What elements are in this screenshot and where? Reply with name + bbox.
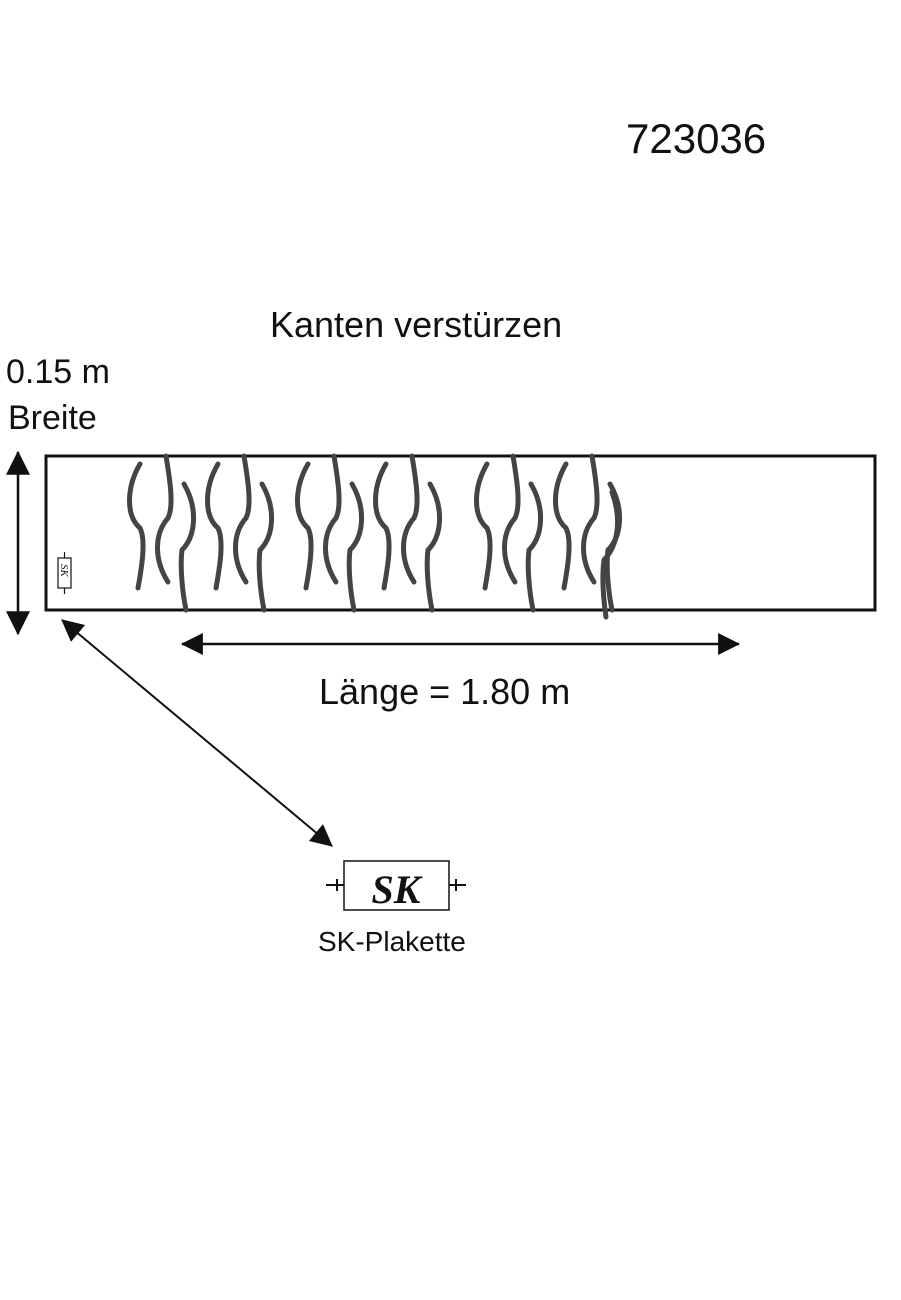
length-label: Länge = 1.80 m	[319, 671, 571, 712]
wave-stroke	[178, 481, 197, 613]
wave-stroke	[256, 481, 275, 613]
strip-sk-badge: SK	[57, 552, 72, 594]
width-label: Breite	[8, 399, 97, 437]
wave-stroke	[346, 481, 365, 613]
article-number: 723036	[626, 115, 767, 162]
sk-badge: SK	[326, 860, 466, 912]
wave-stroke	[205, 461, 224, 591]
wave-stroke	[323, 453, 342, 585]
wavy-pattern-icon	[127, 453, 623, 620]
badge-pointer-arrow-icon	[61, 619, 333, 847]
wave-stroke	[553, 461, 572, 591]
width-value: 0.15 m	[6, 353, 110, 391]
wave-stroke	[155, 453, 174, 585]
wave-stroke	[581, 453, 600, 585]
badge-caption: SK-Plakette	[318, 926, 466, 957]
wave-stroke	[295, 461, 314, 591]
wave-stroke	[474, 461, 493, 591]
sk-logo-icon: SK	[372, 867, 423, 912]
wave-stroke	[401, 453, 420, 585]
wave-stroke	[600, 489, 620, 620]
diagram-title: Kanten verstürzen	[270, 304, 563, 345]
wave-stroke	[502, 453, 521, 585]
wave-stroke	[424, 481, 443, 613]
wave-stroke	[373, 461, 392, 591]
wave-stroke	[525, 481, 544, 613]
wave-stroke	[233, 453, 252, 585]
strip-sk-logo-icon: SK	[58, 564, 70, 578]
wave-stroke	[127, 461, 146, 591]
fabric-strip	[44, 454, 877, 612]
